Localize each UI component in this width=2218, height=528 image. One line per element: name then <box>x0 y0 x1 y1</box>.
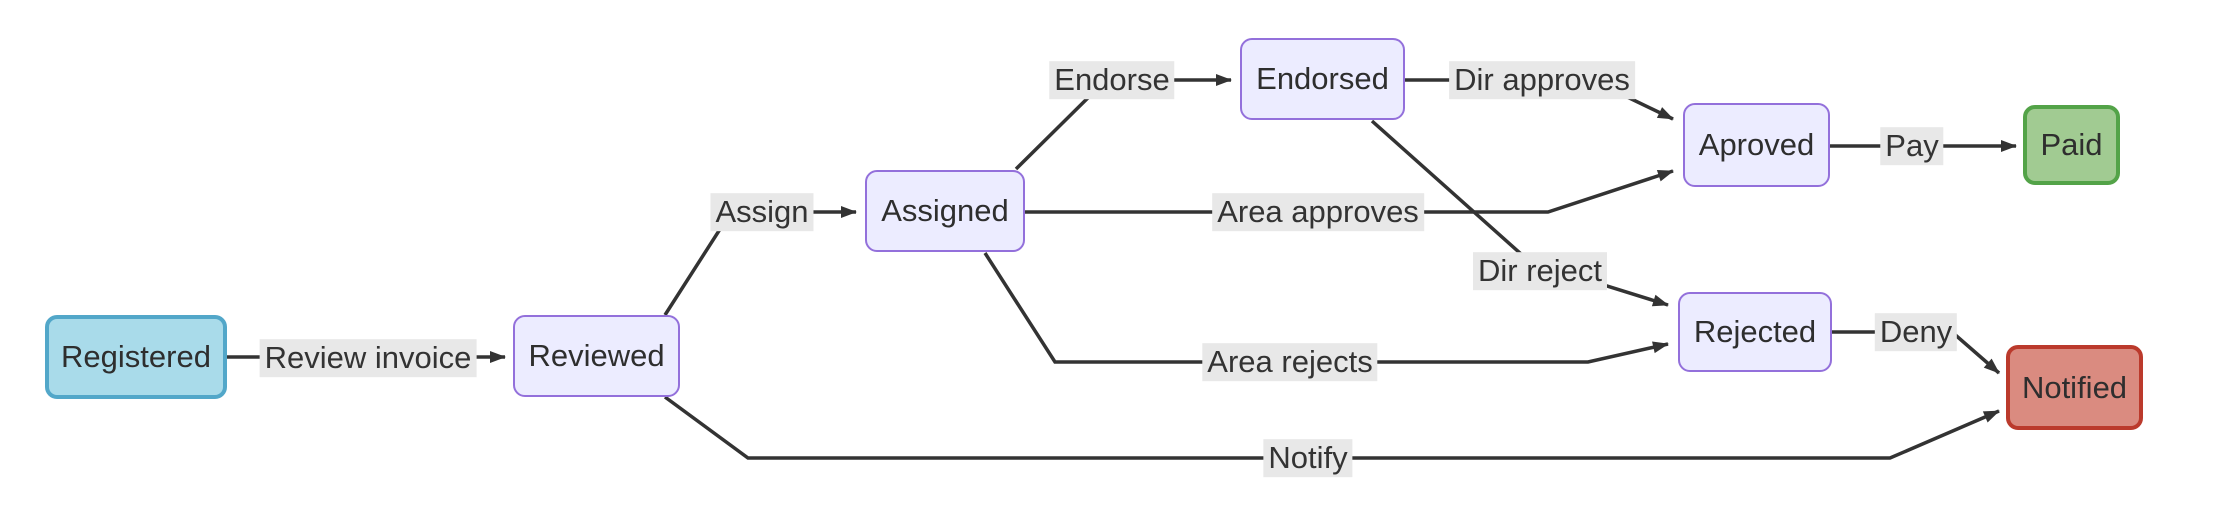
node-label: Reviewed <box>528 338 665 373</box>
node-endorsed: Endorsed <box>1240 38 1405 120</box>
edge-label-dir-reject: Dir reject <box>1472 252 1608 290</box>
edge-label-deny: Deny <box>1874 313 1958 351</box>
node-reviewed: Reviewed <box>513 315 680 397</box>
edge-label-assign: Assign <box>710 193 814 231</box>
edge-label-area-approves: Area approves <box>1212 193 1424 231</box>
node-assigned: Assigned <box>865 170 1025 252</box>
edge-assigned-aproved <box>1025 169 1674 214</box>
node-paid: Paid <box>2023 105 2120 185</box>
node-notified: Notified <box>2006 345 2143 430</box>
node-label: Registered <box>61 339 211 374</box>
node-registered: Registered <box>45 315 227 399</box>
node-label: Notified <box>2021 369 2128 405</box>
edge-label-dir-approves: Dir approves <box>1449 61 1635 99</box>
edge-label-endorse: Endorse <box>1049 61 1175 99</box>
node-aproved: Aproved <box>1683 103 1830 187</box>
node-label: Paid <box>2040 127 2103 162</box>
node-label: Assigned <box>881 193 1009 228</box>
node-rejected: Rejected <box>1678 292 1832 372</box>
edge-label-pay: Pay <box>1880 127 1944 165</box>
node-label: Aproved <box>1698 127 1815 162</box>
edge-label-notify: Notify <box>1263 439 1353 477</box>
node-label: Rejected <box>1693 314 1817 349</box>
edge-label-area-rejects: Area rejects <box>1202 343 1378 381</box>
edge-label-review-invoice: Review invoice <box>259 339 477 377</box>
node-label: Endorsed <box>1256 61 1389 96</box>
